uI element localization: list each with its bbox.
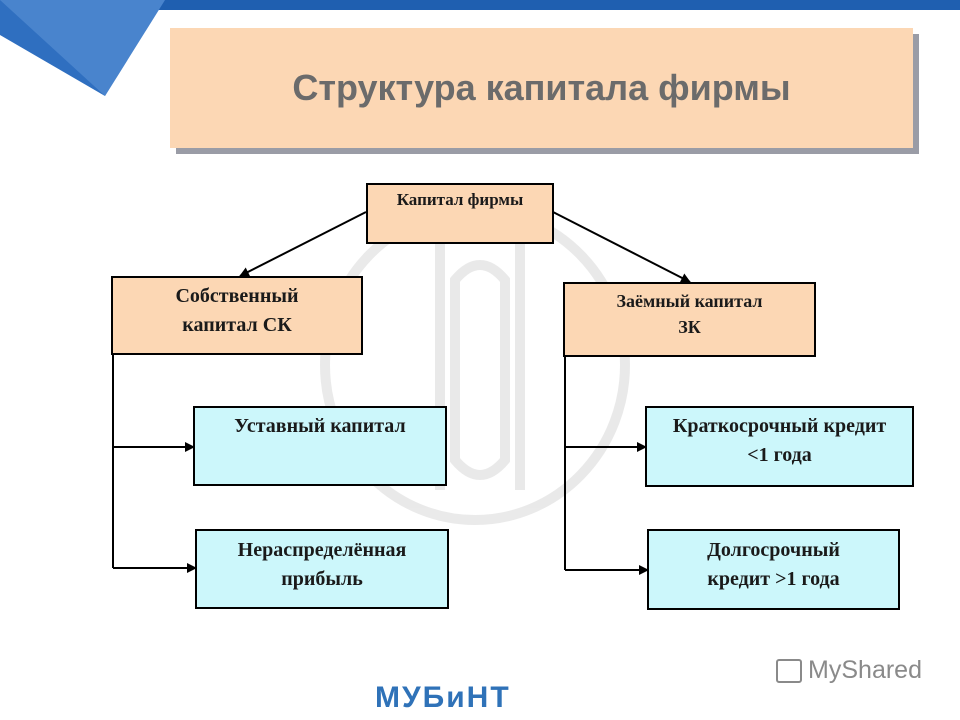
corner-triangle-shade [0,0,165,96]
title-banner: Структура капитала фирмы [170,28,913,148]
university-logo: МУБиНТ [375,681,511,714]
node-authorized-label: Уставный капитал [234,415,406,437]
node-retained-earnings: Нераспределённая прибыль [195,529,449,609]
node-debt-label: Заёмный капитал ЗК [616,291,763,338]
node-equity-label: Собственный капитал СК [175,285,299,336]
node-retained-label: Нераспределённая прибыль [237,539,407,590]
node-root-capital: Капитал фирмы [366,183,554,244]
myshared-label: MyShared [808,656,922,684]
page-title: Структура капитала фирмы [292,67,791,108]
presentation-icon [776,658,803,683]
arrow-root-to-equity [239,211,367,277]
node-debt-capital: Заёмный капитал ЗК [563,282,816,357]
node-authorized-capital: Уставный капитал [193,406,447,486]
node-short-term-credit: Краткосрочный кредит <1 года [645,406,914,487]
node-long-term-credit: Долгосрочный кредит >1 года [647,529,900,610]
node-equity-capital: Собственный капитал СК [111,276,363,355]
arrow-root-to-debt [552,211,691,283]
node-long-credit-label: Долгосрочный кредит >1 года [707,539,840,590]
node-root-label: Капитал фирмы [396,190,524,209]
myshared-watermark: MyShared [776,656,922,685]
top-accent-bar [150,0,960,10]
node-short-credit-label: Краткосрочный кредит <1 года [672,415,887,466]
